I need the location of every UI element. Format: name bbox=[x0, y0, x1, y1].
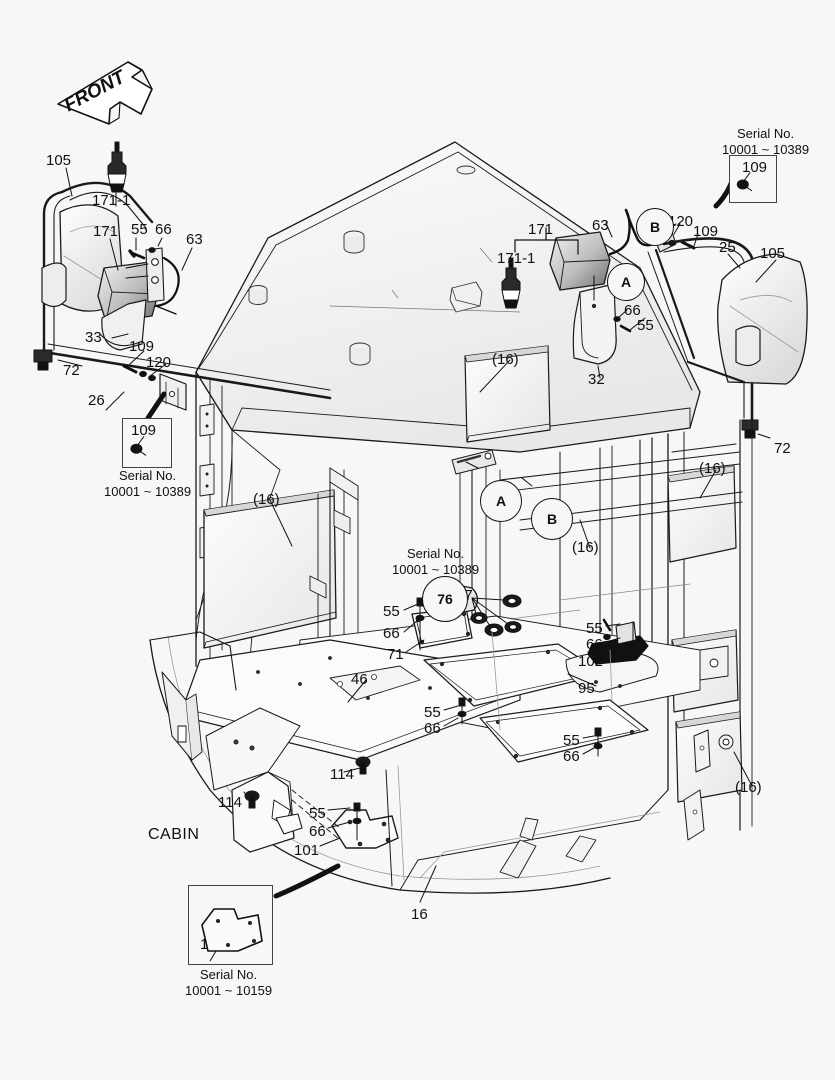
callout-l-55-right: 55 bbox=[637, 317, 654, 334]
callout-l-55-f1: 55 bbox=[424, 704, 441, 721]
serial-box-top-right-frame bbox=[729, 155, 777, 203]
callout-l-71: 71 bbox=[387, 646, 404, 663]
callout-l-171-left: 171 bbox=[93, 223, 119, 240]
callout-l-171-right: 171 bbox=[528, 221, 554, 238]
callout-l-102: 102 bbox=[578, 653, 604, 670]
callout-l-66-b: 66 bbox=[309, 823, 326, 840]
right-mirror-assembly bbox=[647, 237, 808, 439]
serial-box-top-right-text-line: Serial No. bbox=[737, 126, 795, 141]
serial-note-center-line: Serial No. bbox=[407, 546, 465, 561]
serial-box-top-right-text-line: 10001 ~ 10389 bbox=[722, 142, 810, 157]
circle-callout-cc-A-lamp: A bbox=[607, 263, 645, 301]
serial-box-left-frame bbox=[122, 418, 172, 468]
serial-box-bottom-text-line: Serial No. bbox=[200, 967, 258, 982]
callout-l-66-right: 66 bbox=[624, 302, 641, 319]
callout-l-55-r2: 55 bbox=[586, 620, 603, 637]
callout-l-120-right: 120 bbox=[668, 213, 694, 230]
front-arrow-shape bbox=[57, 61, 153, 125]
callout-l-16a: (16) bbox=[492, 351, 519, 368]
serial-box-left-text: Serial No.10001 ~ 10389 bbox=[104, 468, 191, 500]
callout-l-55-b: 55 bbox=[309, 805, 326, 822]
callout-l-63-left: 63 bbox=[186, 231, 203, 248]
callout-l-32: 32 bbox=[588, 371, 605, 388]
circle-callout-cc-B-lamp: B bbox=[636, 208, 674, 246]
callout-l-26: 26 bbox=[88, 392, 105, 409]
callout-cabin-label: CABIN bbox=[148, 826, 200, 843]
serial-box-bottom-text: Serial No.10001 ~ 10159 bbox=[185, 967, 272, 999]
right-lamp-assembly bbox=[501, 208, 696, 365]
callout-l-66-left: 66 bbox=[155, 221, 172, 238]
callout-l-16e: (16) bbox=[735, 779, 762, 796]
serial-box-top-right-part-art bbox=[736, 172, 753, 192]
callout-l-33: 33 bbox=[85, 329, 102, 346]
circle-callout-cc-B-cabin: B bbox=[531, 498, 573, 540]
cabin-roof bbox=[195, 141, 701, 453]
serial-box-left-text-line: Serial No. bbox=[119, 468, 177, 483]
callout-l-72-right: 72 bbox=[774, 440, 791, 457]
serial-note-center-line: 10001 ~ 10389 bbox=[392, 562, 480, 577]
serial-note-center: Serial No.10001 ~ 10389 bbox=[392, 546, 479, 578]
callout-l-101-b: 101 bbox=[294, 842, 320, 859]
callout-l-55-f2: 55 bbox=[563, 732, 580, 749]
callout-l-105-right: 105 bbox=[760, 245, 786, 262]
callout-l-109-right: 109 bbox=[693, 223, 719, 240]
callout-l-16b: (16) bbox=[253, 491, 280, 508]
callout-l-63-right: 63 bbox=[592, 217, 609, 234]
callout-l-16d: (16) bbox=[572, 539, 599, 556]
callout-l-25: 25 bbox=[719, 239, 736, 256]
serial-box-top-right-part-number: 109 bbox=[742, 159, 768, 176]
callout-l-16c: (16) bbox=[699, 460, 726, 477]
callout-l-105: 105 bbox=[46, 152, 72, 169]
serial-box-left-part-art bbox=[130, 435, 147, 456]
callout-l-66-f2: 66 bbox=[563, 748, 580, 765]
callout-l-171-1-left: 171-1 bbox=[92, 192, 131, 209]
serial-box-bottom-text-line: 10001 ~ 10159 bbox=[185, 983, 273, 998]
circle-callout-cc-76: 76 bbox=[422, 576, 468, 622]
left-mirror-assembly bbox=[33, 141, 332, 411]
circle-callout-cc-A-cabin: A bbox=[480, 480, 522, 522]
serial-box-left-text-line: 10001 ~ 10389 bbox=[104, 484, 192, 499]
serial-box-top-right-text: Serial No.10001 ~ 10389 bbox=[722, 126, 809, 158]
callout-l-46: 46 bbox=[351, 671, 368, 688]
callout-l-109-left: 109 bbox=[129, 338, 155, 355]
callout-l-55-c: 55 bbox=[383, 603, 400, 620]
callout-l-66-r2: 66 bbox=[586, 636, 603, 653]
callout-l-171-1-right: 171-1 bbox=[497, 250, 536, 267]
serial-box-bottom-part-art bbox=[201, 908, 263, 962]
callout-l-66-c: 66 bbox=[383, 625, 400, 642]
callout-l-16f: 16 bbox=[411, 906, 428, 923]
callout-l-72-left: 72 bbox=[63, 362, 80, 379]
callout-l-95: 95 bbox=[578, 680, 595, 697]
callout-l-114a: 114 bbox=[330, 766, 354, 783]
callout-l-55-left: 55 bbox=[131, 221, 148, 238]
serial-box-left-part-number: 109 bbox=[131, 422, 157, 439]
callout-l-120-left: 120 bbox=[146, 354, 172, 371]
callout-l-66-f1: 66 bbox=[424, 720, 441, 737]
callout-l-114b: 114 bbox=[218, 794, 242, 811]
